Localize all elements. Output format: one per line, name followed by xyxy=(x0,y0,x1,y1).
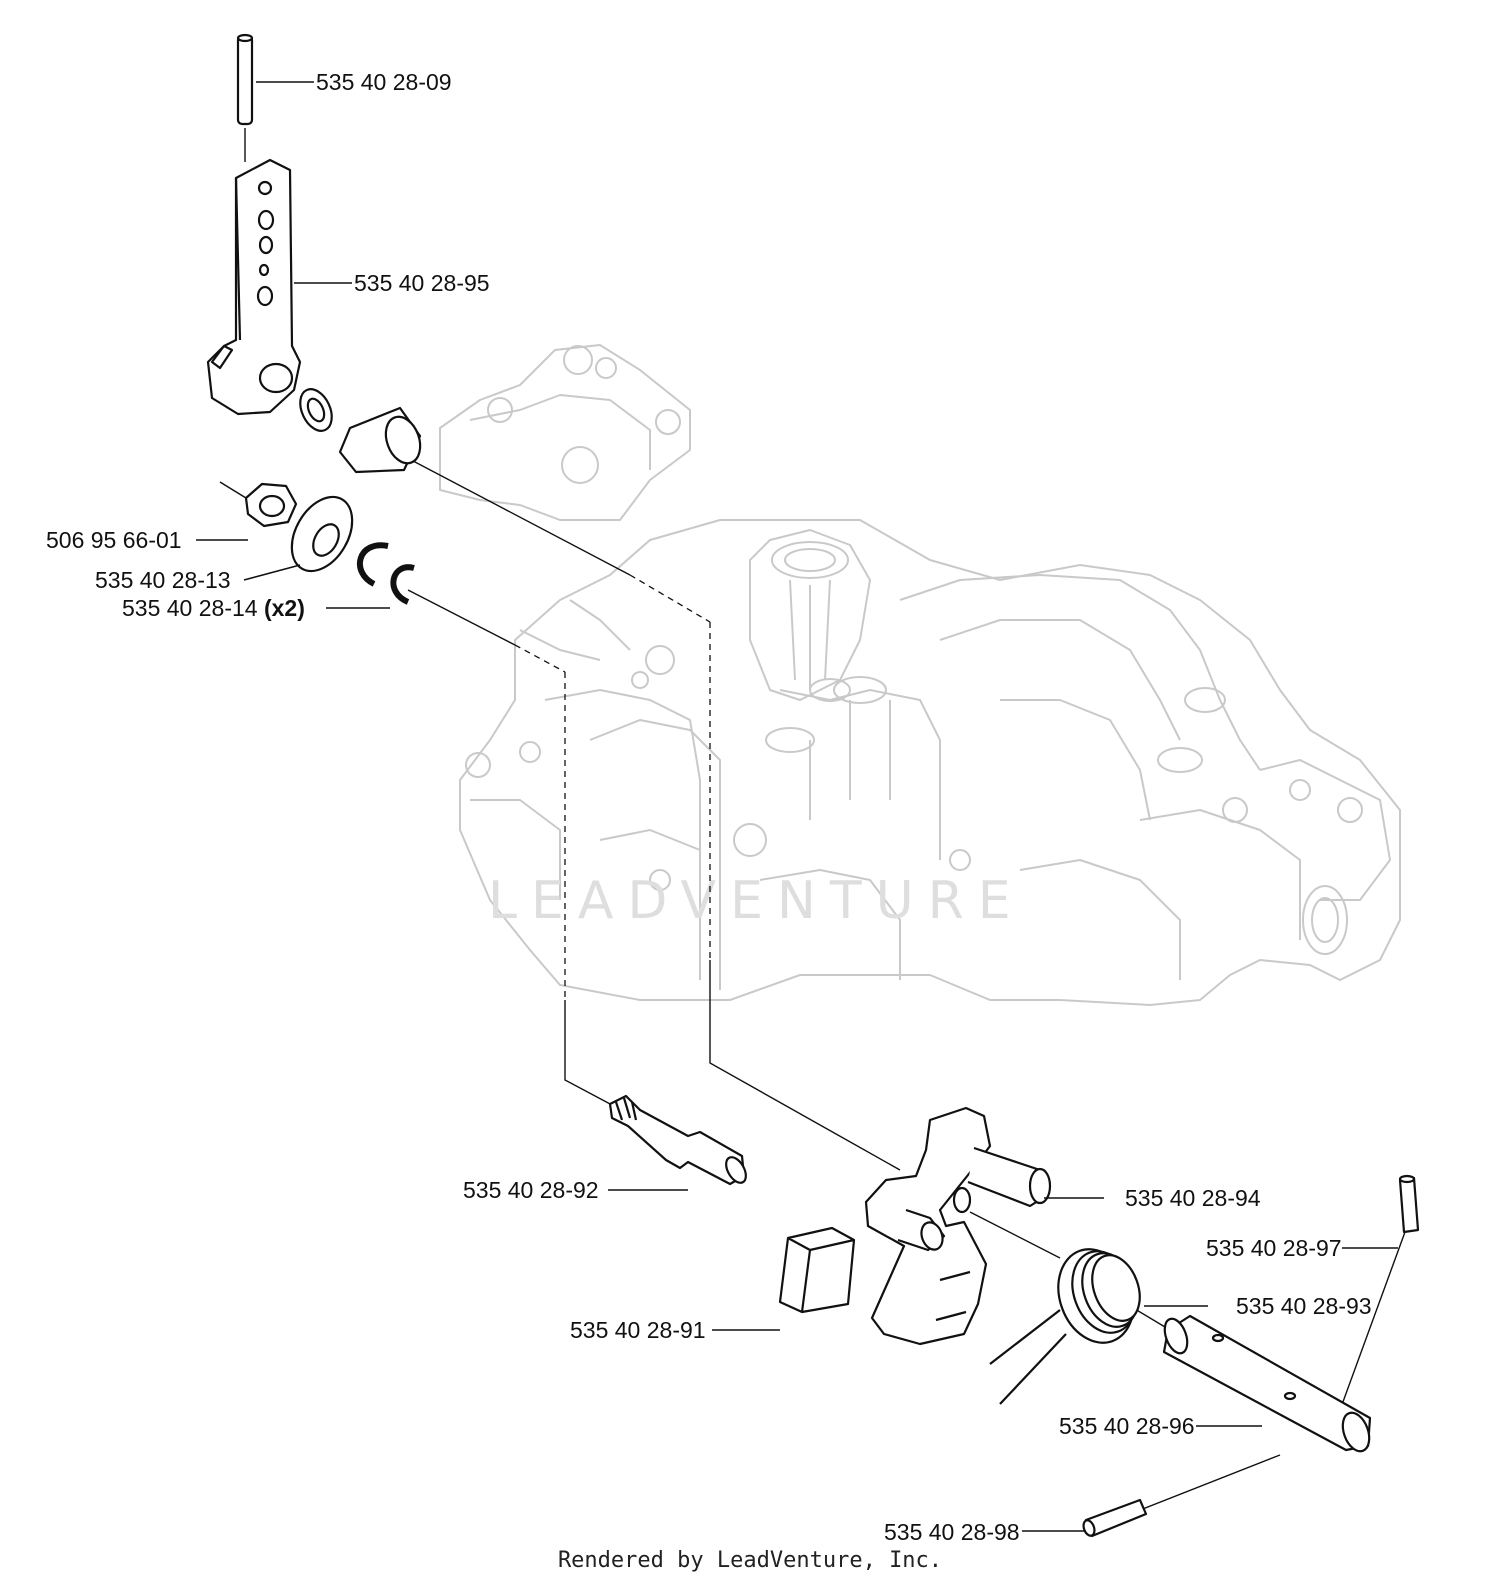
watermark: LEADVENTURE xyxy=(488,871,1025,931)
torsion-spring xyxy=(989,1248,1141,1405)
hex-nut xyxy=(219,481,298,528)
part-number-label: 535 40 28-92 xyxy=(463,1177,599,1203)
part-number-label: 535 40 28-09 xyxy=(316,69,452,95)
spacer-washer xyxy=(299,388,333,432)
part-number-label: 535 40 28-98 xyxy=(884,1519,1020,1545)
transaxle-housing-outline xyxy=(439,344,1401,1006)
part-number-label: 535 40 28-94 xyxy=(1125,1185,1261,1211)
part-number-label: 535 40 28-14 (x2) xyxy=(122,595,305,621)
shift-block xyxy=(778,1226,856,1314)
part-number-label: 535 40 28-13 xyxy=(95,567,231,593)
flat-washer xyxy=(290,495,354,573)
part-number-label: 535 40 28-96 xyxy=(1059,1413,1195,1439)
roll-pin-vertical xyxy=(1398,1174,1420,1234)
leader-lines xyxy=(196,81,1398,1532)
shift-shaft xyxy=(1162,1314,1372,1453)
part-number-label: 535 40 28-93 xyxy=(1236,1293,1372,1319)
shift-fork xyxy=(864,1106,1052,1346)
assembly-lines xyxy=(244,128,1406,1511)
part-number-label: 535 40 28-97 xyxy=(1206,1235,1342,1261)
roll-pin-diagonal xyxy=(1082,1498,1148,1538)
roll-pin-top xyxy=(236,33,254,126)
retaining-ring-pair xyxy=(356,542,415,605)
part-number-label: 535 40 28-95 xyxy=(354,270,490,296)
part-number-label: 535 40 28-91 xyxy=(570,1317,706,1343)
bushing xyxy=(338,406,422,474)
part-number-label: 506 95 66-01 xyxy=(46,527,182,553)
part-number: 535 40 28-14 xyxy=(122,595,258,621)
stud-pin xyxy=(608,1094,747,1186)
footer-credit: Rendered by LeadVenture, Inc. xyxy=(557,1548,943,1573)
lever-arm xyxy=(206,158,302,416)
quantity-label: (x2) xyxy=(264,595,305,621)
